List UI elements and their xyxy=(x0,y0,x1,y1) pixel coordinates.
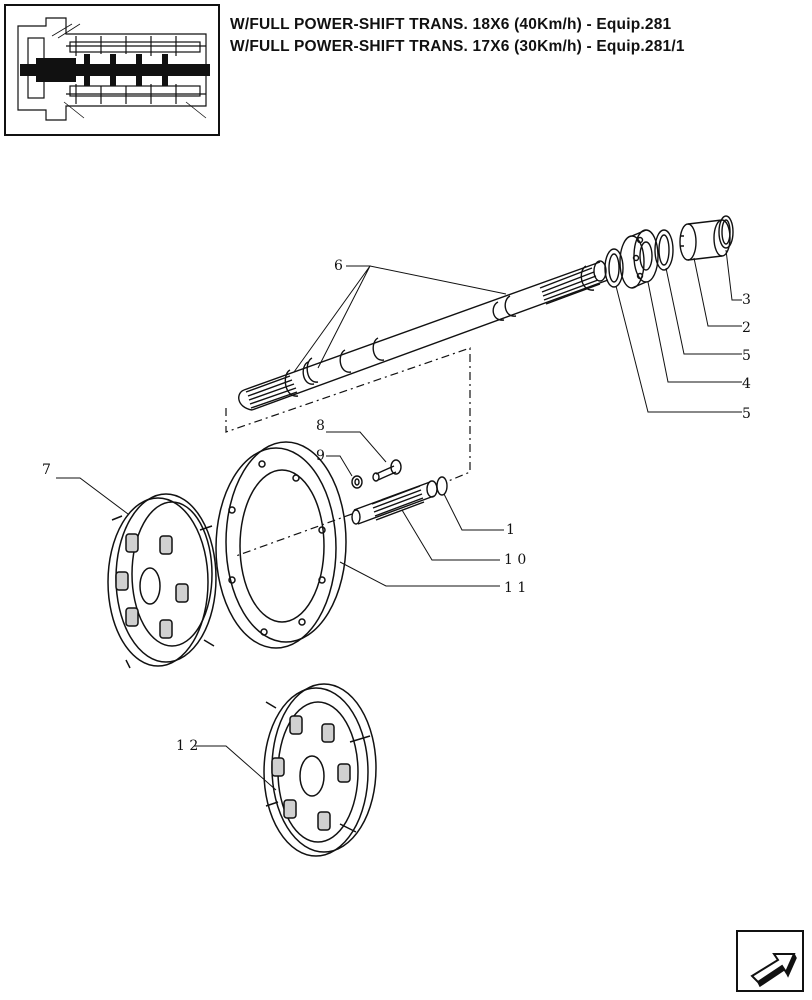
o-ring-part-1[interactable] xyxy=(436,476,448,496)
hub-shaft-part-10[interactable] xyxy=(351,480,438,525)
shaft-part-6[interactable] xyxy=(238,260,609,411)
transmission-section-thumbnail-icon[interactable] xyxy=(4,4,220,136)
snap-ring-part-5b[interactable] xyxy=(654,229,674,271)
snap-ring-part-5a[interactable] xyxy=(604,248,624,288)
callout-11[interactable]: 1 1 xyxy=(504,580,526,596)
callout-8[interactable]: 8 xyxy=(316,418,325,434)
washer-part-9[interactable] xyxy=(351,475,363,489)
title-line-1: W/FULL POWER-SHIFT TRANS. 18X6 (40Km/h) … xyxy=(230,16,672,33)
callout-6[interactable]: 6 xyxy=(334,258,343,274)
screw-part-8[interactable] xyxy=(372,459,402,482)
callout-3[interactable]: 3 xyxy=(742,292,751,308)
callout-9[interactable]: 9 xyxy=(316,448,325,464)
callout-5-lower[interactable]: 5 xyxy=(742,406,751,422)
bearing-part-4[interactable] xyxy=(619,229,659,289)
callout-5-upper[interactable]: 5 xyxy=(742,348,751,364)
callout-2[interactable]: 2 xyxy=(742,320,751,336)
callout-1[interactable]: 1 xyxy=(506,522,515,538)
callout-10[interactable]: 1 0 xyxy=(504,552,526,568)
leader-lines xyxy=(56,249,742,791)
callout-12[interactable]: 1 2 xyxy=(176,738,198,754)
page-title: W/FULL POWER-SHIFT TRANS. 18X6 (40Km/h) … xyxy=(230,14,808,58)
title-line-2: W/FULL POWER-SHIFT TRANS. 17X6 (30Km/h) … xyxy=(230,38,685,55)
callout-7[interactable]: 7 xyxy=(42,462,51,478)
damper-plate-part-7[interactable] xyxy=(107,493,217,669)
damper-plate-part-12[interactable] xyxy=(263,683,377,857)
flywheel-ring-part-11[interactable] xyxy=(215,441,347,649)
snap-ring-part-3[interactable] xyxy=(718,215,734,249)
callout-4[interactable]: 4 xyxy=(742,376,751,392)
next-page-arrow-icon[interactable] xyxy=(736,930,804,992)
